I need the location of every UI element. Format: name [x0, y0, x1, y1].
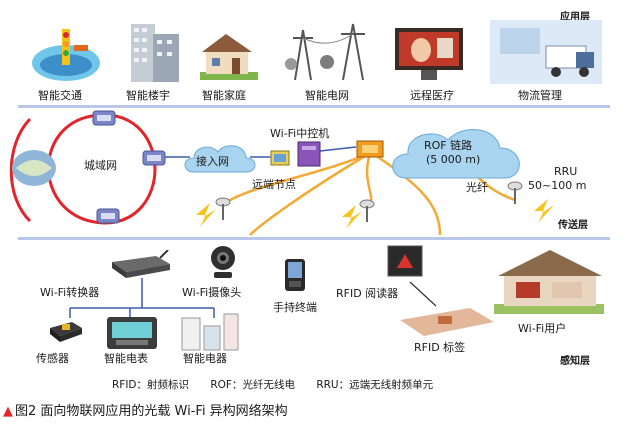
rfid-reader-label: RFID 阅读器	[336, 287, 399, 300]
camera-icon	[211, 246, 235, 278]
app-label-traffic: 智能交通	[38, 89, 82, 102]
house-icon	[200, 34, 258, 80]
smart-meter-label: 智能电表	[104, 352, 148, 365]
wifi-controller-icon	[297, 141, 321, 167]
access-network-label: 接入网	[196, 155, 229, 168]
router-icon-bottom	[96, 208, 120, 224]
antenna-icon-left	[215, 197, 231, 220]
building-icon	[131, 24, 179, 82]
band-top	[18, 105, 610, 108]
caption-text: 图2 面向物联网应用的光载 Wi-Fi 异构网络架构	[15, 404, 288, 419]
app-label-building: 智能楼宇	[126, 89, 170, 102]
rof-link-cloud	[392, 129, 520, 179]
wifi-controller-label: Wi-Fi中控机	[270, 127, 330, 140]
application-layer-title: 应用层	[560, 12, 590, 23]
wifi-camera-label: Wi-Fi摄像头	[182, 286, 242, 299]
rfid-tag-icon	[400, 308, 494, 336]
wifi-user-house-icon	[494, 250, 604, 314]
router-icon-right	[142, 150, 166, 166]
wifi-converter-icon	[112, 250, 170, 278]
figure-caption: ▲图2 面向物联网应用的光载 Wi-Fi 异构网络架构	[3, 400, 288, 419]
app-label-grid: 智能电网	[305, 89, 349, 102]
smart-meter-icon	[107, 317, 157, 349]
rru-label: RRU	[554, 165, 578, 178]
antenna-icon-right	[507, 181, 523, 204]
fiber-label: 光纤	[466, 181, 488, 194]
antenna-icon-center	[359, 199, 375, 222]
telemedicine-icon	[395, 28, 463, 80]
rof-length-label: (5 000 m)	[426, 153, 481, 166]
legend-rof: ROF：光纤无线电	[210, 379, 295, 391]
wifi-user-label: Wi-Fi用户	[518, 322, 567, 335]
globe-icon	[12, 150, 56, 186]
caption-marker: ▲	[3, 404, 13, 419]
perception-links	[69, 278, 437, 318]
logistics-icon	[490, 20, 602, 84]
handheld-label: 手持终端	[273, 301, 317, 314]
legend-rfid: RFID：射频标识	[112, 379, 190, 391]
rfid-reader-icon	[387, 245, 423, 277]
remote-node-label: 远端节点	[252, 178, 296, 191]
app-label-home: 智能家庭	[202, 89, 246, 102]
smart-appliance-icon	[181, 313, 239, 351]
legend-rru: RRU：远端无线射频单元	[316, 379, 434, 391]
smart-appliance-label: 智能电器	[183, 352, 227, 365]
rof-unit-icon	[356, 140, 384, 158]
wan-label: 城域网	[84, 159, 117, 172]
rfid-tag-label: RFID 标签	[414, 341, 466, 354]
router-icon-top	[92, 110, 116, 126]
remote-node-icon	[270, 150, 290, 166]
access-network-cloud	[184, 145, 256, 173]
rru-range-label: 50~100 m	[528, 179, 587, 192]
rof-link-label: ROF 链路	[424, 139, 473, 152]
sensor-icon	[50, 322, 82, 342]
band-bottom	[18, 237, 610, 240]
abbreviation-legend: RFID：射频标识 ROF：光纤无线电 RRU：远端无线射频单元	[112, 377, 451, 392]
power-grid-icon	[285, 23, 365, 81]
app-label-telemedicine: 远程医疗	[410, 89, 454, 102]
transport-layer-title: 传送层	[558, 220, 588, 231]
wifi-converter-label: Wi-Fi转换器	[40, 286, 100, 299]
perception-layer-title: 感知层	[560, 356, 590, 367]
handheld-terminal-icon	[285, 259, 305, 291]
app-label-logistics: 物流管理	[518, 89, 562, 102]
sensor-label: 传感器	[36, 352, 69, 365]
traffic-icon	[32, 29, 100, 81]
